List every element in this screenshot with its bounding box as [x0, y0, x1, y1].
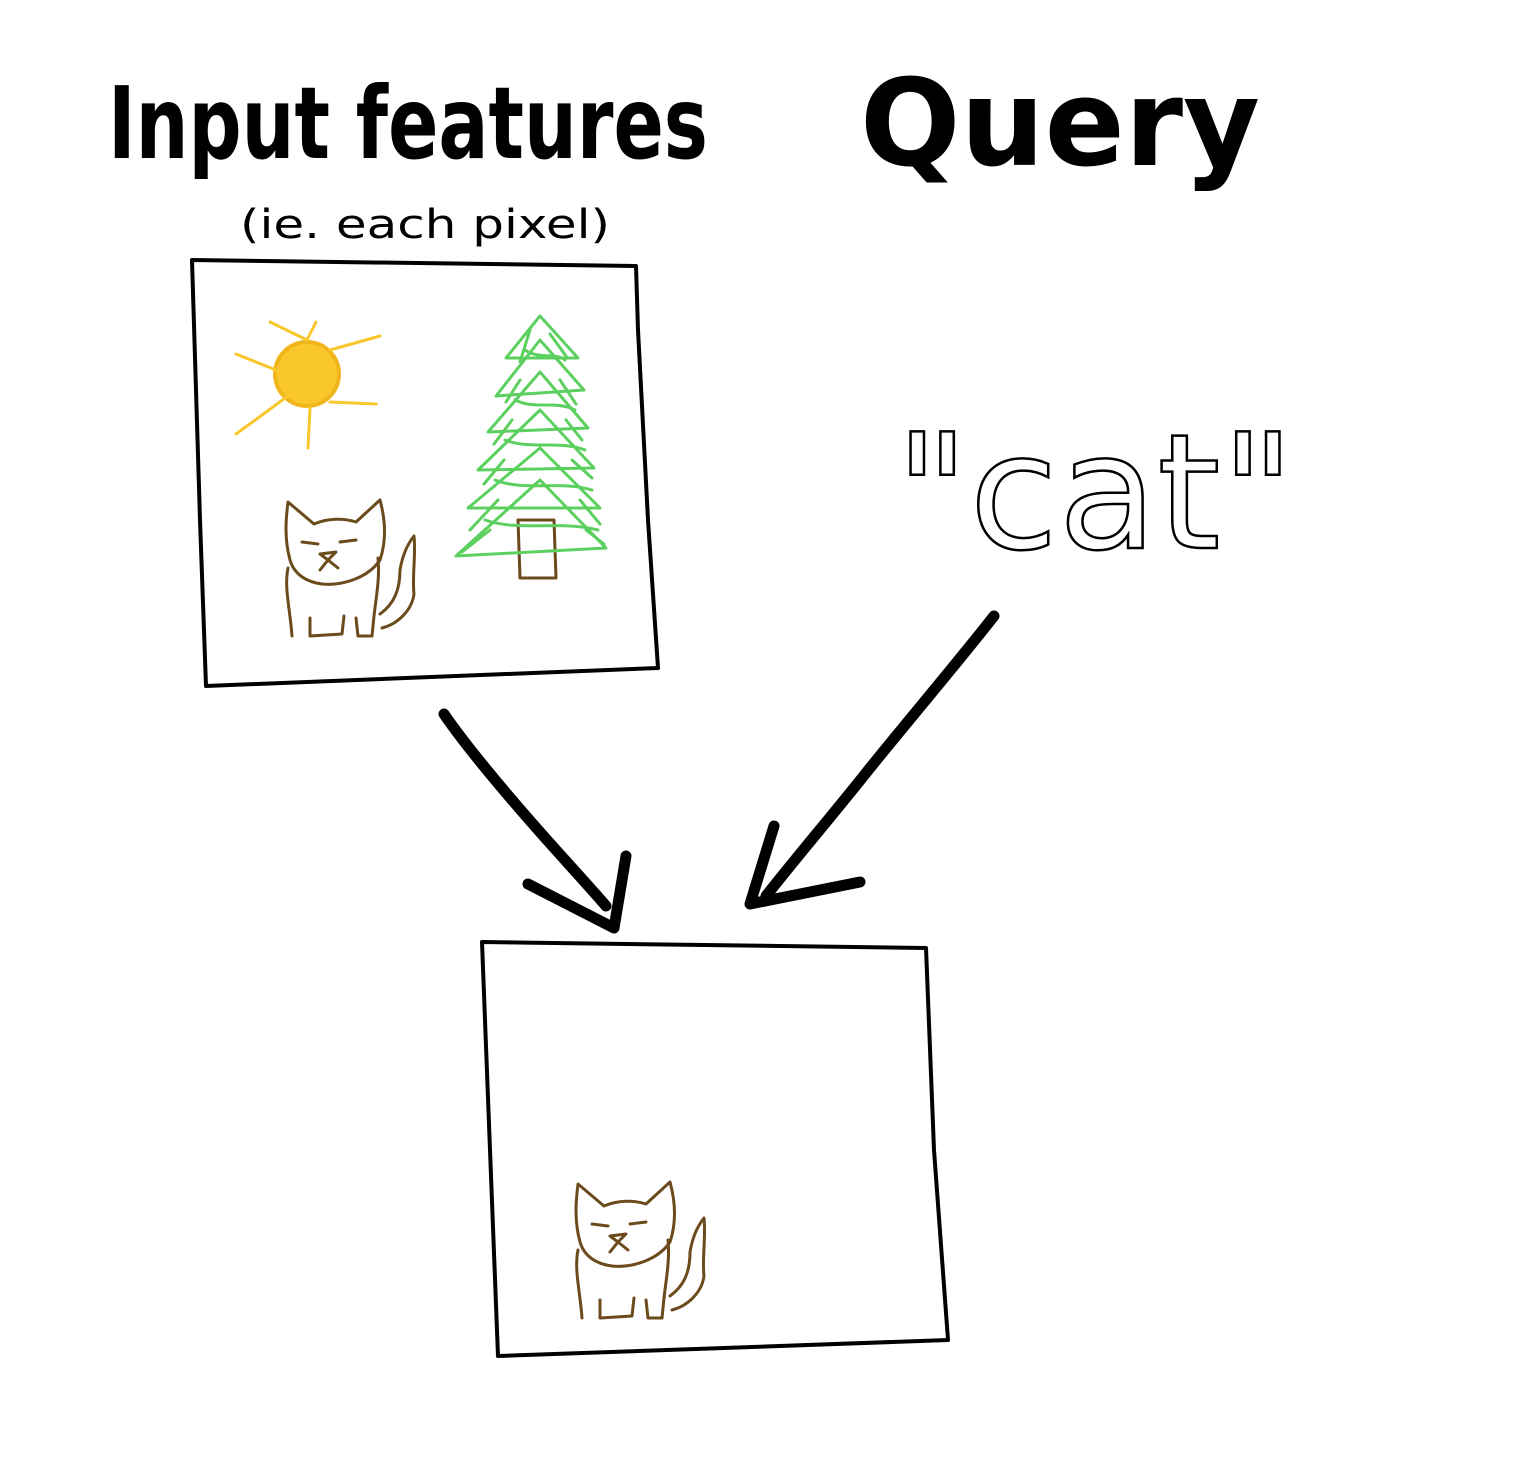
- tree-icon: [454, 314, 608, 580]
- arrow-from-query: [744, 610, 1000, 910]
- input-panel-frame: [190, 258, 660, 688]
- input-features-title: Input features: [108, 65, 708, 182]
- input-features-subtitle: (ie. each pixel): [240, 202, 610, 248]
- cat-icon: [574, 1180, 707, 1320]
- output-image-panel: [480, 940, 950, 1358]
- query-text: "cat": [895, 399, 1295, 586]
- input-image-panel: [190, 258, 660, 688]
- arrow-from-input: [438, 708, 632, 934]
- cat-icon: [284, 498, 417, 638]
- output-panel-frame: [480, 940, 950, 1358]
- query-title: Query: [860, 55, 1260, 194]
- sun-icon: [234, 320, 382, 450]
